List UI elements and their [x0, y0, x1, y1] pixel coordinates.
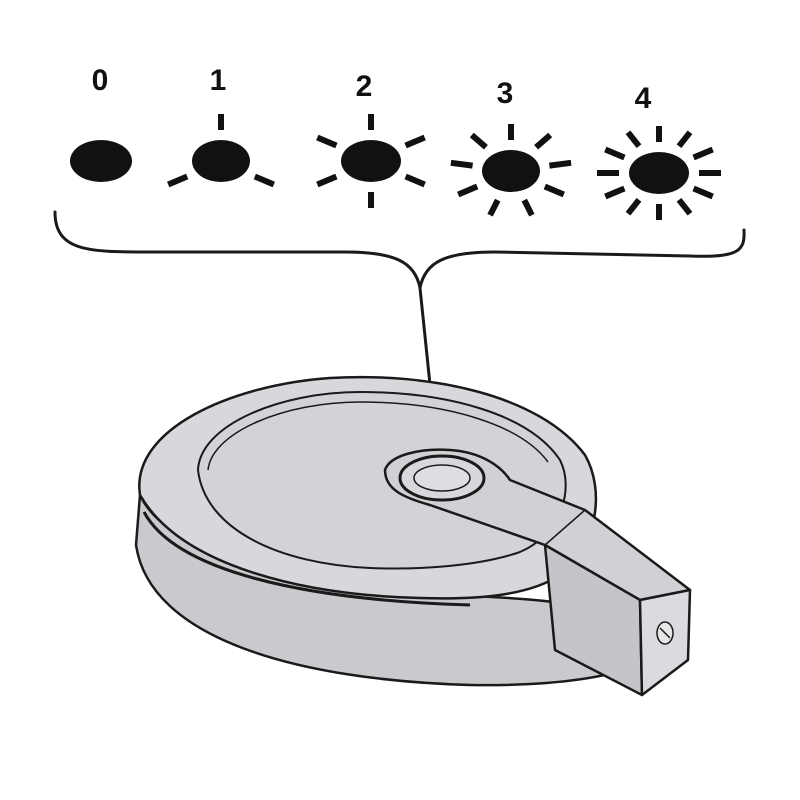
dimmer-knob [134, 375, 692, 697]
light-ray [625, 130, 642, 149]
light-ray [692, 185, 714, 200]
light-symbol-2 [316, 114, 426, 208]
knob-rim-groove [142, 511, 471, 607]
light-ray [487, 198, 501, 217]
knob-inner-ring [207, 401, 549, 471]
light-ray [676, 130, 693, 149]
level-label-4: 4 [635, 82, 652, 115]
knob-handle-edge [429, 504, 586, 546]
light-level-symbols [70, 114, 721, 220]
light-symbol-4 [597, 126, 721, 220]
light-ray [604, 146, 626, 161]
light-ray [692, 146, 714, 161]
light-ray [404, 173, 426, 188]
light-ray [543, 183, 565, 198]
light-symbol-0 [70, 140, 132, 182]
light-ray [450, 159, 473, 169]
light-ray [404, 134, 426, 149]
light-ray [253, 173, 275, 188]
light-ray [521, 198, 535, 217]
level-labels: 0 1 2 3 4 [92, 64, 652, 115]
light-ray [625, 197, 642, 216]
level-label-3: 3 [497, 77, 514, 110]
light-ray [676, 197, 693, 216]
light-disc [70, 140, 132, 182]
light-ray [469, 132, 488, 150]
light-symbol-1 [167, 114, 275, 188]
level-label-2: 2 [356, 70, 373, 103]
light-ray [604, 185, 626, 200]
level-label-0: 0 [92, 64, 109, 97]
light-symbol-3 [450, 124, 572, 217]
light-ray [316, 173, 338, 188]
light-ray [534, 132, 553, 150]
knob-screw-slot [659, 627, 671, 639]
light-ray [167, 173, 189, 188]
light-ray [549, 159, 572, 169]
light-ray [316, 134, 338, 149]
curly-brace [53, 210, 746, 290]
light-disc [482, 150, 540, 192]
level-label-1: 1 [210, 64, 227, 97]
knob-pivot-center [413, 464, 471, 492]
light-ray [457, 183, 479, 198]
light-disc [192, 140, 250, 182]
light-disc [341, 140, 401, 182]
light-disc [629, 152, 689, 194]
